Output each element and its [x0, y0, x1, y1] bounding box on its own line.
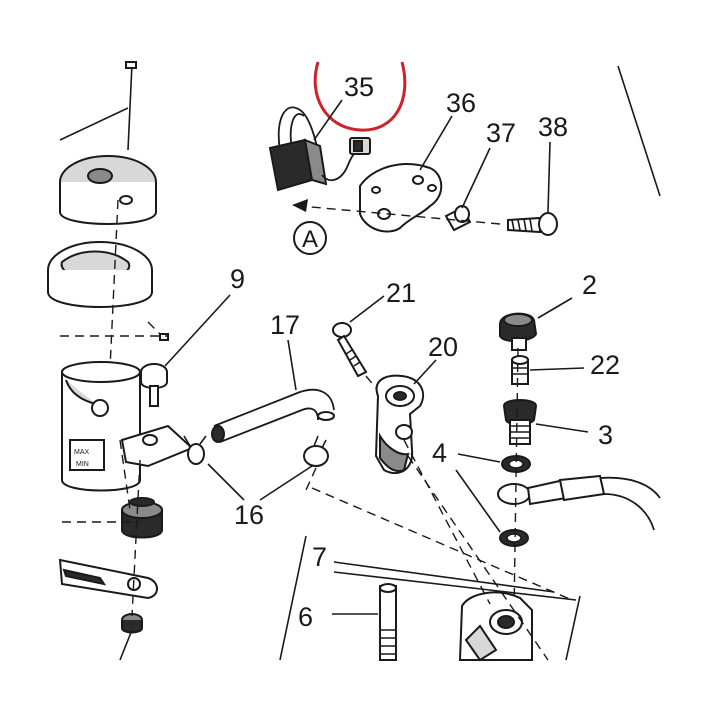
callout-16: 16: [234, 500, 264, 530]
leader-3: [535, 423, 589, 433]
highlight-circle: [313, 61, 407, 132]
leader-2: [537, 297, 573, 319]
rubber-grommet: [121, 497, 163, 539]
leader-16b: [259, 465, 313, 501]
callout-20: 20: [428, 332, 458, 362]
part-6-stud: [379, 583, 397, 661]
reservoir-body: [61, 361, 141, 492]
part-36-bracket: [359, 163, 443, 233]
callout-38: 38: [538, 112, 568, 142]
part-16-clamp-right: [303, 435, 329, 467]
leader-21: [349, 295, 385, 323]
brake-hose: [599, 476, 661, 499]
frame-edge-left: [279, 535, 307, 661]
master-cylinder-housing: [458, 591, 533, 662]
view-marker-circle: [293, 221, 327, 255]
reservoir-bracket: [120, 424, 194, 468]
part-35-sensor: [268, 106, 371, 192]
part-9-screw: [140, 363, 168, 407]
leader-top: [59, 107, 129, 141]
leader-9: [164, 294, 231, 367]
reservoir-diaphragm: [47, 241, 153, 308]
leader-22: [529, 367, 585, 371]
leader-4b: [455, 469, 501, 533]
part-21-bolt: [332, 322, 368, 378]
frame-edge-top-right: [617, 65, 661, 197]
part-2-fitting: [499, 312, 538, 351]
callout-22: 22: [590, 350, 620, 380]
reservoir-min-mark: MIN: [76, 461, 89, 468]
part-22-nipple: [511, 355, 529, 385]
part-38-screw: [507, 212, 558, 236]
arrow-head-icon: [292, 199, 308, 212]
leader-36: [419, 115, 453, 171]
callout-35: 35: [344, 72, 374, 102]
leader-17: [287, 339, 297, 391]
callout-36: 36: [446, 88, 476, 118]
lower-nut: [121, 613, 143, 634]
assembly-axis-a: [299, 205, 501, 225]
leader-38: [547, 141, 551, 213]
leader-7: [333, 561, 555, 593]
reservoir-cap: [59, 61, 157, 225]
part-20-bracket: [374, 374, 425, 475]
callout-6: 6: [298, 602, 313, 632]
banjo-fitting: [497, 474, 606, 506]
callout-37: 37: [486, 118, 516, 148]
callout-21: 21: [386, 278, 416, 308]
mounting-plate: [58, 558, 158, 600]
part-16-clamp-left: [183, 435, 207, 465]
callout-2: 2: [582, 270, 597, 300]
leader-35: [313, 99, 343, 141]
part-3-banjo-bolt: [502, 399, 538, 445]
callout-7: 7: [312, 542, 327, 572]
leader-4a: [457, 453, 501, 463]
part-17-hose: [211, 388, 335, 443]
leader-37: [461, 147, 491, 209]
callout-17: 17: [270, 310, 300, 340]
callout-3: 3: [598, 420, 613, 450]
leader-16a: [207, 463, 245, 501]
callout-4: 4: [432, 438, 447, 468]
reservoir-max-mark: MAX: [74, 449, 90, 456]
view-marker-a: A: [302, 226, 318, 253]
part-4-washer-bottom: [499, 529, 529, 547]
callout-9: 9: [230, 264, 245, 294]
frame-edge-right: [565, 595, 581, 661]
part-37-spacer: [444, 205, 472, 232]
leader-20: [413, 359, 437, 385]
